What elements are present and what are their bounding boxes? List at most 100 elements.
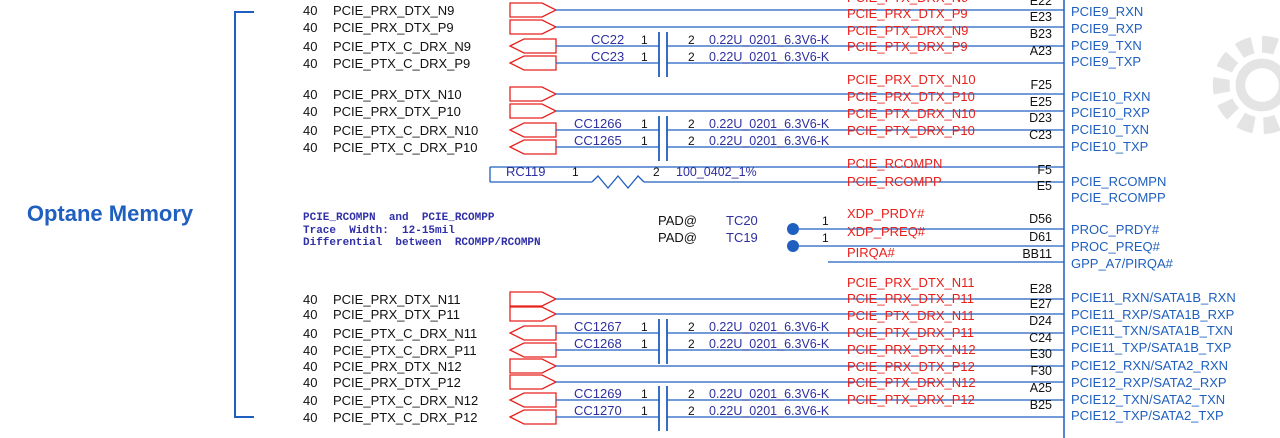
ic-port-label: PCIE11_RXP/SATA1B_RXP (1071, 307, 1234, 322)
capacitor-ref: CC1269 (574, 386, 622, 401)
offpage-connector-in (508, 122, 557, 138)
capacitor-ref: CC1266 (574, 116, 622, 131)
ic-pin-number: E28 (1030, 282, 1052, 296)
test-pad-dot (787, 240, 799, 252)
net-label: PCIE_PTX_DRX_N11 (847, 308, 975, 323)
ic-pin-number: C23 (1029, 128, 1052, 142)
input-signal-label: PCIE_PTX_C_DRX_P9 (333, 56, 470, 71)
capacitor-pin-number: 1 (641, 320, 648, 334)
bus-width-label: 40 (303, 343, 317, 358)
note-line: Trace Width: 12-15mil (303, 224, 455, 237)
input-signal-label: PCIE_PRX_DTX_P12 (333, 375, 461, 390)
test-pad-pin: 1 (822, 214, 829, 228)
ic-port-label: GPP_A7/PIRQA# (1071, 256, 1174, 271)
ic-port-label: PCIE11_TXN/SATA1B_TXN (1071, 323, 1233, 338)
bus-width-label: 40 (303, 87, 317, 102)
offpage-connector-out (509, 2, 558, 18)
ic-port-label: PCIE11_RXN/SATA1B_RXN (1071, 290, 1236, 305)
offpage-connector-out (509, 358, 558, 374)
ic-pin-number: A23 (1030, 44, 1052, 58)
capacitor-pin-number: 2 (688, 320, 695, 334)
capacitor-ref: CC1265 (574, 133, 622, 148)
input-signal-label: PCIE_PRX_DTX_N11 (333, 292, 461, 307)
bus-width-label: 40 (303, 307, 317, 322)
capacitor-pin-number: 1 (641, 117, 648, 131)
capacitor-pin-number: 2 (688, 404, 695, 418)
input-signal-label: PCIE_PRX_DTX_P10 (333, 104, 461, 119)
test-pad-label: PAD@ (658, 213, 697, 228)
ic-port-label: PCIE10_RXN (1071, 89, 1150, 104)
resistor-symbol (591, 174, 645, 190)
capacitor-ref: CC22 (591, 32, 624, 47)
net-label: PCIE_RCOMPN (847, 156, 942, 171)
input-signal-label: PCIE_PTX_C_DRX_P11 (333, 343, 477, 358)
capacitor-value: 0.22U_0201_6.3V6-K (709, 50, 830, 64)
resistor-pin-number: 1 (572, 165, 579, 179)
input-signal-label: PCIE_PRX_DTX_N10 (333, 87, 462, 102)
capacitor-pin-number: 1 (641, 404, 648, 418)
capacitor-value: 0.22U_0201_6.3V6-K (709, 404, 830, 418)
resistor-ref: RC119 (506, 164, 546, 179)
capacitor-value: 0.22U_0201_6.3V6-K (709, 337, 830, 351)
ic-port-label: PCIE9_TXP (1071, 54, 1141, 69)
bus-width-label: 40 (303, 393, 317, 408)
net-label: PCIE_PTX_DRX_P12 (847, 392, 975, 407)
test-pad-ref: TC19 (726, 230, 758, 245)
capacitor-pin-number: 2 (688, 33, 695, 47)
capacitor-pin-number: 1 (641, 337, 648, 351)
capacitor-value: 0.22U_0201_6.3V6-K (709, 134, 830, 148)
input-signal-label: PCIE_PTX_C_DRX_N10 (333, 123, 478, 138)
ic-pin-number: D61 (1029, 230, 1052, 244)
resistor-pin-number: 2 (653, 165, 660, 179)
input-signal-label: PCIE_PRX_DTX_P11 (333, 307, 460, 322)
offpage-connector-in (508, 392, 557, 408)
ic-pin-number: BB11 (1022, 247, 1052, 261)
bus-width-label: 40 (303, 56, 317, 71)
capacitor-value: 0.22U_0201_6.3V6-K (709, 33, 830, 47)
offpage-connector-in (508, 38, 557, 54)
capacitor-pin-number: 1 (641, 387, 648, 401)
ic-pin-number: E27 (1030, 297, 1052, 311)
input-signal-label: PCIE_PRX_DTX_N12 (333, 359, 462, 374)
ic-port-label: PCIE12_RXP/SATA2_RXP (1071, 375, 1227, 390)
net-label: PCIE_PRX_DTX_P12 (847, 359, 975, 374)
offpage-connector-out (509, 291, 558, 307)
ic-port-label: PCIE12_TXN/SATA2_TXN (1071, 392, 1225, 407)
ic-port-label: PCIE12_RXN/SATA2_RXN (1071, 358, 1228, 373)
offpage-connector-out (509, 86, 558, 102)
ic-port-label: PCIE_RCOMPN (1071, 174, 1166, 189)
input-signal-label: PCIE_PTX_C_DRX_P10 (333, 140, 478, 155)
ic-port-label: PCIE9_RXP (1071, 21, 1143, 36)
bus-width-label: 40 (303, 140, 317, 155)
offpage-connector-out (509, 306, 558, 322)
test-pad-ref: TC20 (726, 213, 758, 228)
capacitor-value: 0.22U_0201_6.3V6-K (709, 320, 830, 334)
capacitor-pin-number: 2 (688, 50, 695, 64)
offpage-connector-out (509, 19, 558, 35)
ic-port-label: PCIE_RCOMPP (1071, 190, 1166, 205)
ic-pin-number: E5 (1037, 179, 1052, 193)
net-label: PCIE_PTX_DRX_P9 (847, 39, 968, 54)
test-pad-label: PAD@ (658, 230, 697, 245)
group-bracket (234, 11, 254, 418)
ic-pin-number: F25 (1030, 78, 1052, 92)
net-label: PCIE_PRX_DTX_N10 (847, 72, 976, 87)
input-signal-label: PCIE_PRX_DTX_N9 (333, 3, 454, 18)
ic-port-label: PROC_PRDY# (1071, 222, 1160, 237)
net-label: PCIE_PTX_DRX_N9 (847, 23, 968, 38)
capacitor-value: 0.22U_0201_6.3V6-K (709, 117, 830, 131)
capacitor-pin-number: 2 (688, 337, 695, 351)
input-signal-label: PCIE_PTX_C_DRX_N11 (333, 326, 477, 341)
ic-pin-number: E22 (1030, 0, 1052, 8)
ic-pin-number: E23 (1030, 10, 1052, 24)
net-label: PCIE_PTX_DRX_N12 (847, 375, 976, 390)
ic-pin-number: F5 (1037, 163, 1052, 177)
capacitor-pin-number: 2 (688, 117, 695, 131)
capacitor-pin-number: 1 (641, 33, 648, 47)
bus-width-label: 40 (303, 359, 317, 374)
design-note: PCIE_RCOMPN and PCIE_RCOMPP Trace Width:… (303, 212, 541, 250)
ic-pin-number: D23 (1029, 111, 1052, 125)
net-label: PCIE_PRX_DTX_N12 (847, 342, 976, 357)
bus-width-label: 40 (303, 375, 317, 390)
ic-port-label: PCIE10_TXN (1071, 122, 1149, 137)
